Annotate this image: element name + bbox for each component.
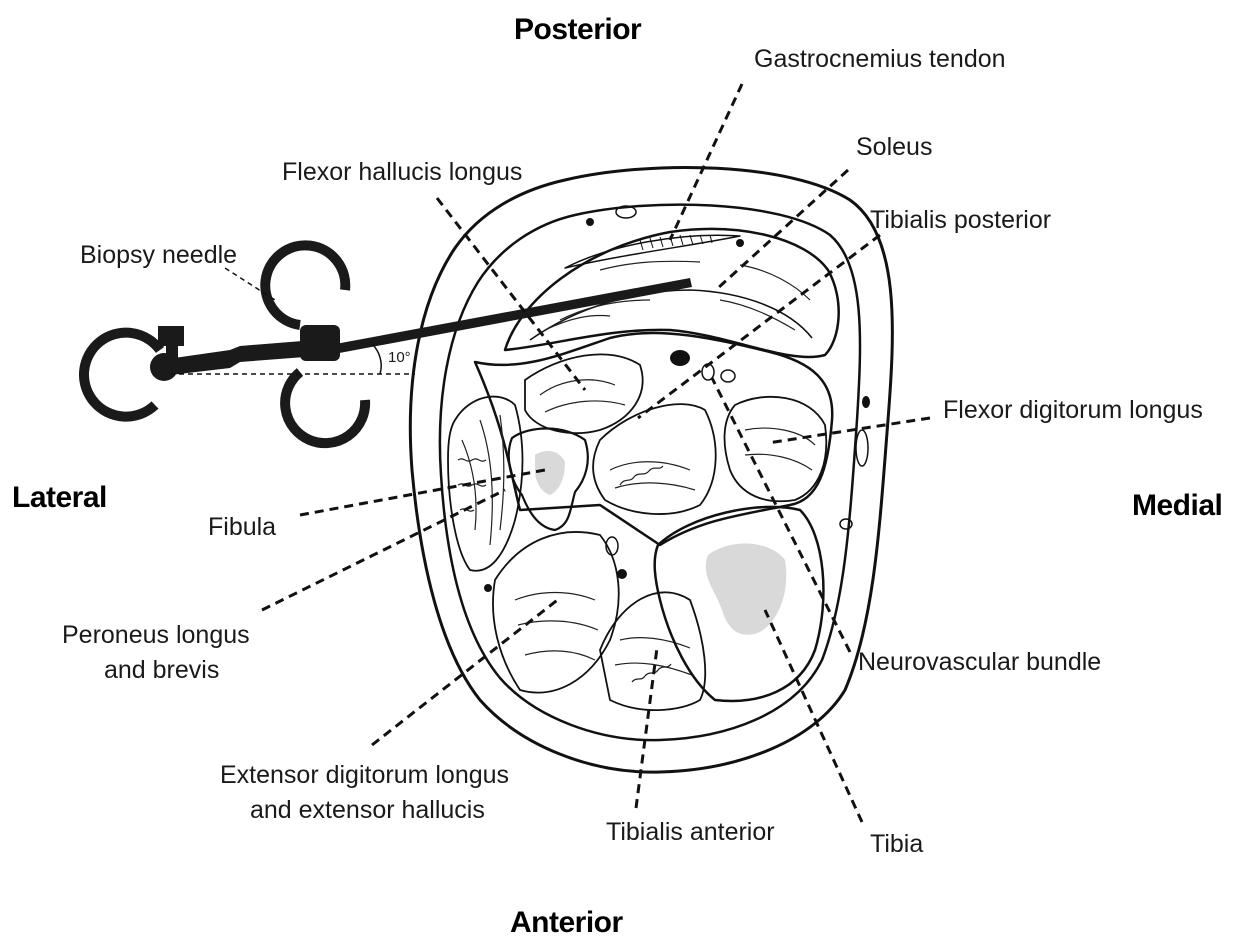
gastrocnemius-tendon-band xyxy=(565,235,740,268)
biopsy-needle-device xyxy=(84,245,692,443)
direction-anterior: Anterior xyxy=(510,906,624,938)
leader-gastrocnemius xyxy=(670,84,742,240)
leader-extensor xyxy=(372,598,560,745)
leader-tibia xyxy=(765,610,862,822)
needle-cap xyxy=(150,353,178,381)
angle-arc xyxy=(372,344,381,374)
tibialis-posterior-belly xyxy=(593,404,716,514)
leader-flexor-digitorum xyxy=(768,418,930,443)
label-tibialis-anterior: Tibialis anterior xyxy=(606,818,775,846)
vessel-9 xyxy=(484,584,492,592)
vessel-12 xyxy=(840,519,852,529)
label-biopsy-needle: Biopsy needle xyxy=(80,241,237,269)
direction-medial: Medial xyxy=(1132,489,1222,522)
label-peroneus-line2: and brevis xyxy=(104,656,219,684)
label-tibialis-posterior: Tibialis posterior xyxy=(870,206,1051,234)
vessel-10 xyxy=(862,396,870,408)
label-soleus: Soleus xyxy=(856,133,932,161)
needle-hub xyxy=(300,325,340,361)
thumb-ring xyxy=(84,333,160,417)
flexor-digitorum-belly xyxy=(725,397,827,501)
vessel-11 xyxy=(856,430,868,466)
direction-lateral: Lateral xyxy=(12,481,107,514)
leader-peroneus xyxy=(262,490,505,610)
vessel-6 xyxy=(736,239,744,247)
leader-tibialis-anterior xyxy=(636,648,657,808)
vessel-3 xyxy=(721,370,735,382)
label-gastrocnemius-tendon: Gastrocnemius tendon xyxy=(754,45,1006,73)
label-fibula: Fibula xyxy=(208,513,276,541)
needle-knob xyxy=(158,326,184,346)
leader-fibula xyxy=(300,470,545,515)
needle-angle-label: 10° xyxy=(388,349,411,366)
label-extensor-line1: Extensor digitorum longus xyxy=(220,761,509,789)
label-flexor-hallucis-longus: Flexor hallucis longus xyxy=(282,158,522,186)
lateral-compartment xyxy=(448,397,523,571)
leader-tibialis-posterior xyxy=(638,235,880,418)
finger-ring-top xyxy=(265,245,345,325)
tibialis-anterior-belly xyxy=(600,592,705,710)
label-extensor-line2: and extensor hallucis xyxy=(250,796,485,824)
label-flexor-digitorum-longus: Flexor digitorum longus xyxy=(943,396,1203,424)
finger-ring-bottom xyxy=(285,372,365,443)
needle-shaft xyxy=(330,278,692,354)
fibula-marrow xyxy=(535,451,565,495)
label-tibia: Tibia xyxy=(870,830,923,858)
tibia-marrow xyxy=(706,544,787,635)
vessel-5 xyxy=(617,569,627,579)
vessel-7 xyxy=(586,218,594,226)
label-neurovascular-bundle: Neurovascular bundle xyxy=(858,648,1101,676)
leader-lines xyxy=(225,84,930,822)
anterior-compartment xyxy=(493,532,619,693)
vessel-1 xyxy=(670,350,690,366)
label-peroneus-line1: Peroneus longus xyxy=(62,621,250,649)
direction-posterior: Posterior xyxy=(514,13,642,46)
